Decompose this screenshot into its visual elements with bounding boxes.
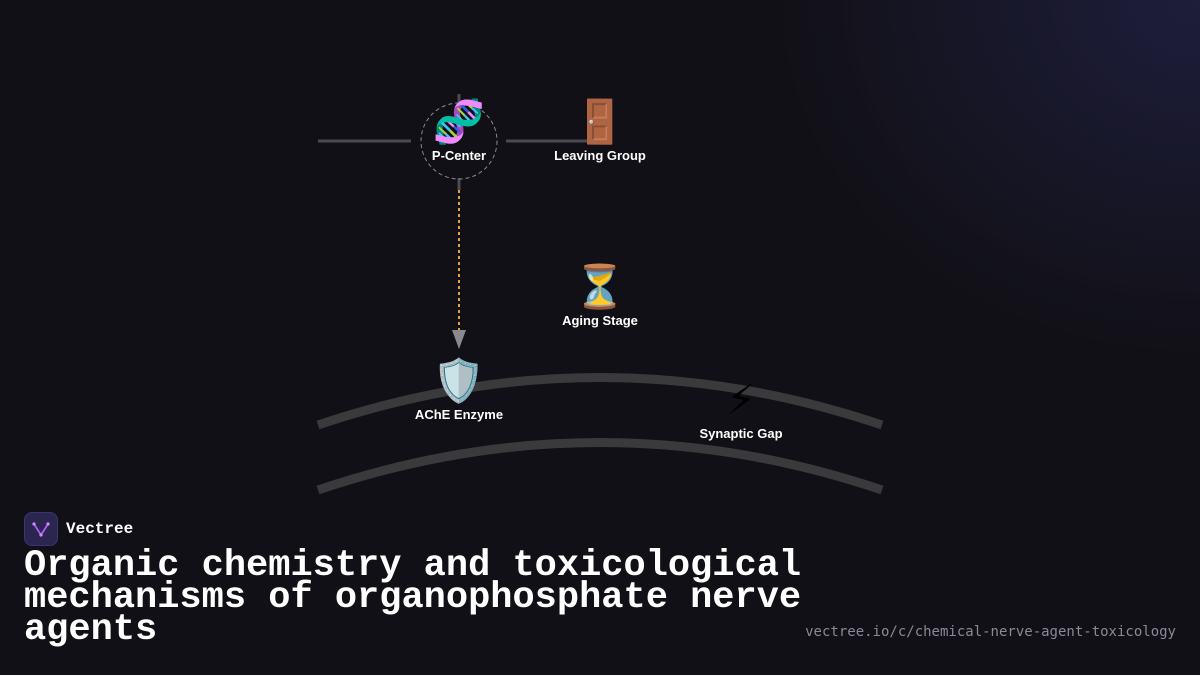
vectree-logo-icon (24, 512, 58, 546)
brand[interactable]: Vectree (24, 512, 133, 546)
ache-enzyme-node: 🛡️ AChE Enzyme (414, 356, 504, 423)
brand-name: Vectree (66, 520, 134, 538)
leaving-group-label: Leaving Group (554, 148, 646, 163)
aging-stage-node: ⏳ Aging Stage (562, 262, 638, 329)
ache-enzyme-label: AChE Enzyme (414, 407, 504, 422)
shield-icon: 🛡️ (432, 356, 486, 405)
dna-icon: 🧬 (432, 97, 486, 146)
door-icon: 🚪 (573, 97, 627, 146)
page-title: Organic chemistry and toxicological mech… (24, 545, 802, 651)
p-center-ring (420, 102, 498, 180)
aging-stage-label: Aging Stage (562, 313, 638, 328)
synaptic-gap-label: Synaptic Gap (699, 426, 783, 441)
p-center-label: P-Center (431, 148, 487, 163)
synaptic-gap-node: ⚡ Synaptic Gap (699, 375, 783, 442)
attack-arrow-head (452, 330, 466, 349)
source-url[interactable]: vectree.io/c/chemical-nerve-agent-toxico… (805, 624, 1176, 640)
membrane-lower (316, 438, 884, 495)
lightning-icon: ⚡ (726, 375, 756, 424)
membrane-upper (316, 373, 884, 430)
p-center-node: 🧬 P-Center (431, 97, 487, 164)
leaving-group-node: 🚪 Leaving Group (554, 97, 646, 164)
hourglass-icon: ⏳ (573, 262, 627, 311)
